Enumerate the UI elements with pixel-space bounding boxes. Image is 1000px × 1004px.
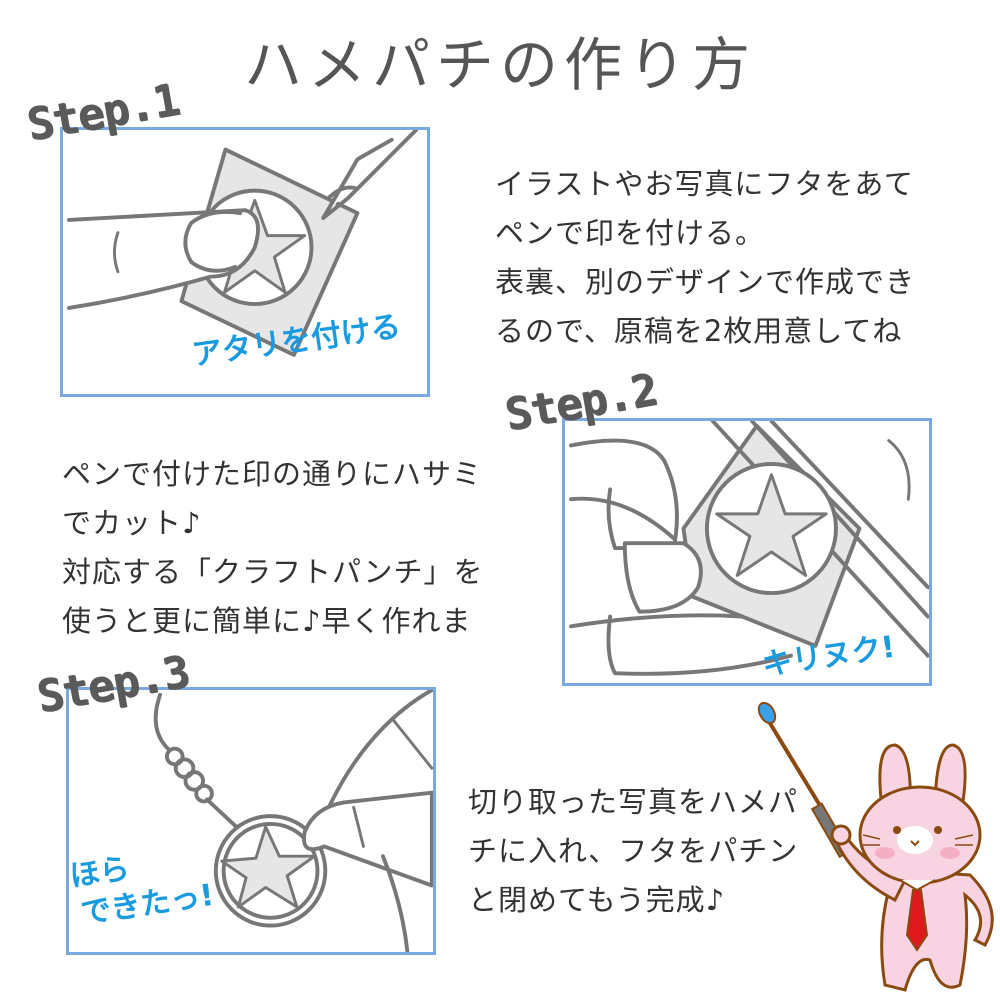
description-line: と閉めてもう完成♪ — [468, 883, 726, 917]
description-line: 使うと更に簡単に♪早く作れま — [62, 604, 472, 638]
rabbit-mascot — [745, 695, 1000, 1000]
description-line: ペンで付けた印の通りにハサミ — [62, 457, 483, 491]
step-3-description: 切り取った写真をハメパ チに入れ、フタをパチン と閉めてもう完成♪ — [468, 778, 798, 925]
finger-pen-illustration-icon — [67, 130, 419, 357]
description-line: チに入れ、フタをパチン — [468, 834, 799, 868]
description-line: 表裏、別のデザインで作成でき — [495, 265, 916, 299]
keychain-badge-illustration-icon — [153, 690, 433, 952]
description-line: でカット♪ — [62, 506, 202, 540]
step-3-panel — [66, 687, 436, 955]
scissors-cut-illustration-icon — [569, 421, 929, 676]
description-line: 切り取った写真をハメパ — [468, 785, 799, 819]
step-1-panel — [60, 127, 430, 397]
page-title: ハメパチの作り方 — [243, 31, 756, 99]
rabbit-teacher-icon — [757, 701, 994, 992]
description-line: イラストやお写真にフタをあて — [495, 167, 914, 201]
step-1-description: イラストやお写真にフタをあて ペンで印を付ける。 表裏、別のデザインで作成でき … — [495, 160, 915, 356]
step-2-description: ペンで付けた印の通りにハサミ でカット♪ 対応する「クラフトパンチ」を 使うと更… — [62, 450, 483, 646]
description-line: 対応する「クラフトパンチ」を — [62, 555, 484, 589]
description-line: るので、原稿を2枚用意してね — [495, 314, 903, 348]
description-line: ペンで印を付ける。 — [495, 216, 766, 250]
step-2-panel — [562, 418, 932, 686]
